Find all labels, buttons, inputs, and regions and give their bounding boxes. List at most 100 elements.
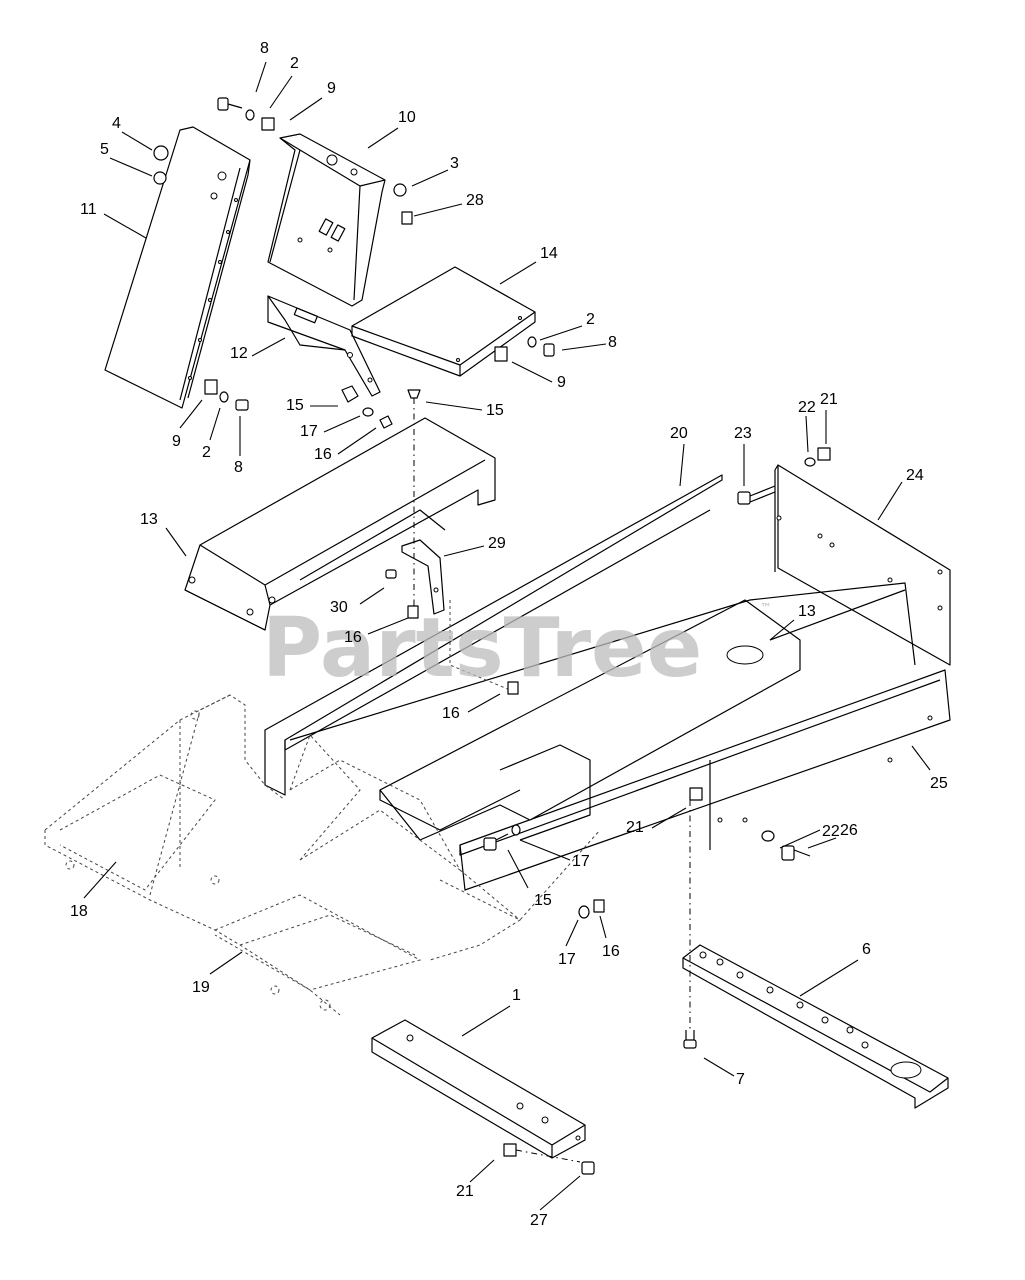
callout-label: 15	[486, 402, 504, 419]
callout-leader	[359, 587, 385, 605]
callout-leader	[179, 399, 203, 429]
callout-label: 14	[540, 245, 558, 262]
callout-leader	[805, 415, 809, 453]
callout-leader	[651, 807, 687, 829]
callout-label: 9	[327, 80, 336, 97]
part-12-bracket	[267, 295, 381, 397]
callout-label: 13	[798, 603, 816, 620]
callout-leader	[679, 443, 685, 487]
callout-label: 8	[608, 334, 617, 351]
callout-label: 18	[70, 903, 88, 920]
callout-leader	[255, 61, 267, 93]
watermark: PartsTree ™	[262, 601, 772, 696]
callout-leader	[413, 203, 463, 217]
callout-label: 20	[670, 425, 688, 442]
callout-label: 5	[100, 141, 109, 158]
callout-label: 13	[140, 511, 158, 528]
callout-leader	[877, 481, 903, 521]
callout-leader	[443, 545, 485, 557]
callout-label: 2	[290, 55, 299, 72]
callout-label: 8	[260, 40, 269, 57]
callout-leader	[337, 427, 377, 455]
callout-leader	[499, 261, 537, 285]
part-18-19-deck	[44, 694, 601, 1016]
callout-label: 12	[230, 345, 248, 362]
callout-leader	[269, 75, 293, 109]
callout-label: 21	[456, 1183, 474, 1200]
hardware	[153, 97, 831, 1175]
callout-leader	[209, 951, 243, 975]
callout-label: 1	[512, 987, 521, 1004]
callout-leader	[367, 127, 399, 149]
part-6-crossbar	[682, 944, 949, 1109]
callout-label: 24	[906, 467, 924, 484]
callout-label: 22	[822, 823, 840, 840]
callout-leader	[467, 693, 501, 713]
callout-leader	[411, 169, 449, 187]
callout-leader	[599, 915, 607, 939]
callout-leader	[251, 337, 286, 357]
callout-leader	[121, 131, 153, 151]
callout-label: 11	[80, 201, 97, 218]
callout-label: 21	[626, 819, 644, 836]
part-13-tunnel-cover	[184, 417, 496, 631]
callout-label: 25	[930, 775, 948, 792]
part-11-side-panel	[104, 126, 251, 409]
callout-leader	[323, 415, 361, 433]
part-14-cover-plate	[351, 266, 536, 377]
callout-label: 16	[442, 705, 460, 722]
part-29-clip	[401, 539, 445, 615]
callout-leader	[561, 343, 607, 351]
callout-leader	[289, 97, 323, 121]
watermark-text: PartsTree	[262, 601, 702, 696]
callout-leader	[911, 745, 931, 771]
main-frame	[264, 464, 951, 891]
callout-label: 19	[192, 979, 210, 996]
callout-label: 15	[286, 397, 304, 414]
callout-label: 29	[488, 535, 506, 552]
watermark-tm: ™	[760, 601, 772, 615]
callout-label: 23	[734, 425, 752, 442]
callout-label: 4	[112, 115, 121, 132]
callout-leader	[703, 1057, 735, 1077]
callout-leader	[807, 837, 837, 849]
callout-leader	[539, 325, 583, 341]
callout-label: 28	[466, 192, 484, 209]
callout-leader	[83, 861, 117, 899]
callout-leader	[425, 401, 483, 411]
callout-label: 10	[398, 109, 416, 126]
callout-leader	[461, 1005, 511, 1037]
part-10-console-bracket	[267, 133, 386, 307]
callout-label: 17	[300, 423, 318, 440]
callout-label: 8	[234, 459, 243, 476]
callout-label: 6	[862, 941, 871, 958]
callout-leader	[367, 617, 409, 635]
callout-leader	[565, 919, 579, 947]
callout-leader	[469, 1159, 495, 1183]
callout-label: 22	[798, 399, 816, 416]
callout-label: 15	[534, 892, 552, 909]
callout-leader	[769, 619, 795, 641]
callout-label: 9	[557, 374, 566, 391]
callout-label: 2	[202, 444, 211, 461]
callout-leader	[799, 959, 859, 997]
callout-label: 21	[820, 391, 838, 408]
callout-label: 27	[530, 1212, 548, 1229]
part-1-front-bar	[371, 1019, 586, 1159]
callout-label: 9	[172, 433, 181, 450]
callout-leader	[109, 157, 153, 177]
callout-leader	[539, 1175, 581, 1211]
callout-label: 7	[736, 1071, 745, 1088]
callout-leader	[519, 839, 571, 861]
callout-label: 16	[602, 943, 620, 960]
callout-label: 16	[344, 629, 362, 646]
callout-leader	[103, 213, 147, 239]
callout-leader	[209, 407, 221, 441]
callout-label: 30	[330, 599, 348, 616]
callout-label: 17	[558, 951, 576, 968]
callout-label: 17	[572, 853, 590, 870]
callout-leader	[165, 527, 187, 557]
callout-label: 2	[586, 311, 595, 328]
